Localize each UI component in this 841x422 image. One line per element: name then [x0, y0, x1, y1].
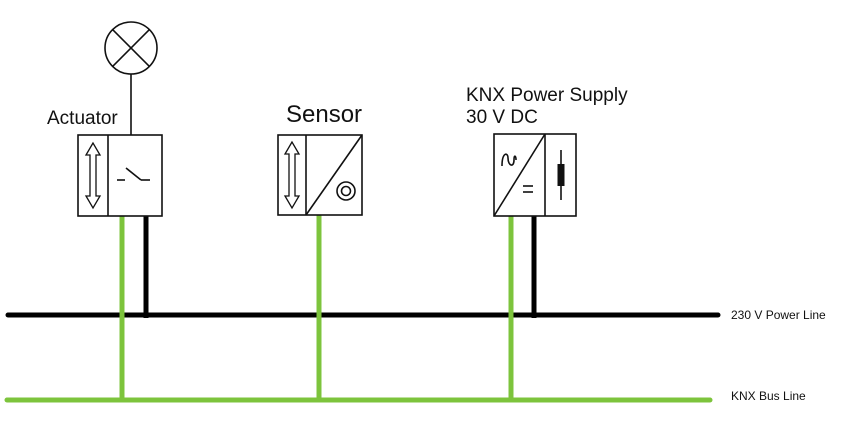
power-line-label: 230 V Power Line — [731, 308, 826, 322]
actuator-label: Actuator — [47, 108, 118, 129]
power-supply-voltage-label: 30 V DC — [466, 107, 538, 128]
bidirectional-arrow-icon — [84, 141, 102, 210]
choke-icon — [557, 150, 565, 200]
actuator-device — [77, 134, 163, 217]
power-supply-label: KNX Power Supply — [466, 85, 628, 106]
sensor-device — [277, 134, 363, 216]
switch-icon — [117, 167, 150, 181]
sensor-label: Sensor — [286, 101, 363, 128]
sensor-element-icon — [336, 181, 356, 201]
bidirectional-arrow-icon — [283, 140, 301, 210]
dc-symbol-icon — [523, 185, 533, 193]
ac-symbol-icon — [501, 153, 517, 167]
bus-line-label: KNX Bus Line — [731, 389, 806, 403]
lamp-icon — [104, 21, 158, 135]
